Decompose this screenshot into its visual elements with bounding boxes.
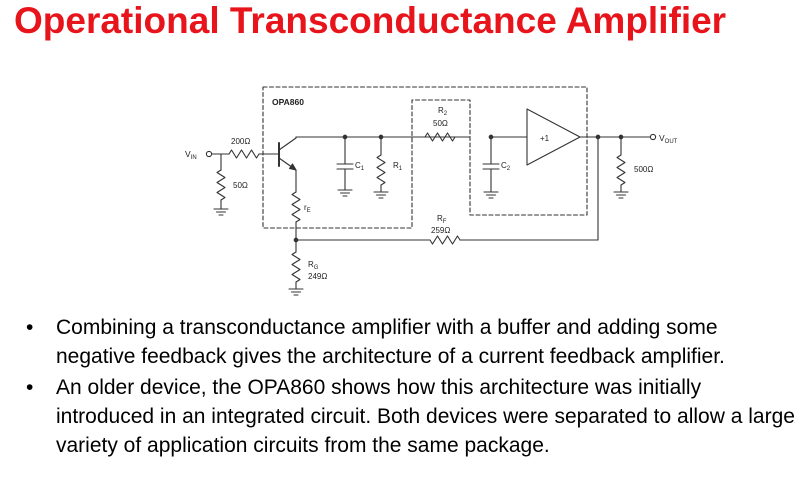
bullet-marker: • xyxy=(26,316,34,339)
vout-label: VOUT xyxy=(659,133,678,145)
rg-label: RG xyxy=(308,260,319,271)
r-gnd-in-value: 50Ω xyxy=(233,181,248,190)
resistor-re xyxy=(291,191,301,223)
vin-terminal xyxy=(205,150,213,158)
c2-label: C2 xyxy=(501,161,511,172)
bullet-text: An older device, the OPA860 shows how th… xyxy=(56,376,795,457)
opa860-boundary xyxy=(262,86,588,229)
r1-label: R1 xyxy=(393,161,403,172)
buffer-amplifier xyxy=(526,108,581,166)
resistor-r2 xyxy=(424,132,456,142)
rf-value: 259Ω xyxy=(431,226,450,235)
r-in-value: 200Ω xyxy=(231,137,250,146)
vout-terminal xyxy=(649,133,657,141)
bullet-list: • Combining a transconductance amplifier … xyxy=(26,313,801,462)
resistor-rg xyxy=(291,251,301,283)
re-label: rE xyxy=(304,203,311,214)
slide-title: Operational Transconductance Amplifier xyxy=(14,0,727,41)
bullet-text: Combining a transconductance amplifier w… xyxy=(56,316,725,368)
bullet-item: • Combining a transconductance amplifier … xyxy=(26,313,801,371)
c1-label: C1 xyxy=(355,161,365,172)
resistor-r1 xyxy=(376,154,386,186)
bullet-item: • An older device, the OPA860 shows how t… xyxy=(26,373,801,460)
rg-value: 249Ω xyxy=(308,272,327,281)
resistor-rf xyxy=(429,235,461,245)
r2-label: R2 xyxy=(438,106,448,117)
rf-label: RF xyxy=(437,214,447,225)
resistor-50-input xyxy=(216,169,226,201)
r2-value: 50Ω xyxy=(433,119,448,128)
resistor-200 xyxy=(228,149,260,159)
buffer-label: +1 xyxy=(540,134,550,143)
rload-value: 500Ω xyxy=(634,165,653,174)
circuit-diagram: OPA860 VIN 200Ω 50Ω rE C1 R1 R2 50Ω C2 +… xyxy=(185,86,678,296)
chip-label: OPA860 xyxy=(272,97,304,107)
bullet-marker: • xyxy=(26,376,34,399)
vin-label: VIN xyxy=(185,149,197,161)
resistor-load xyxy=(616,154,626,186)
